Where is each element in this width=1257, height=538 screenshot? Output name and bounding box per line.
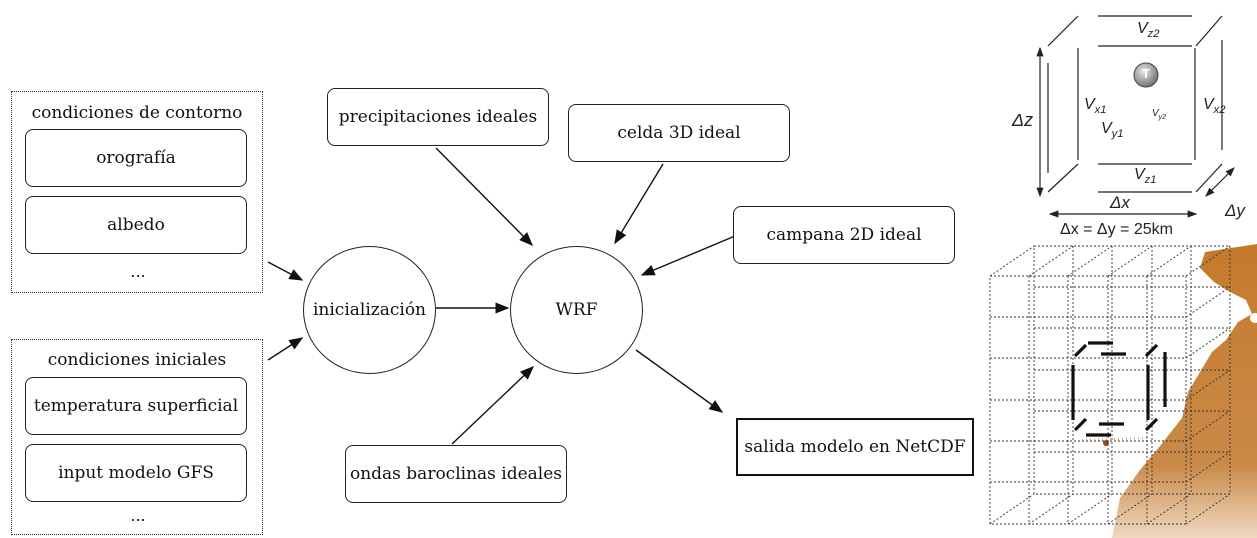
ideal-2d-bell-label: campana 2D ideal: [766, 225, 922, 245]
arrow-bell2d-to-wrf: [640, 235, 736, 276]
albedo-label: albedo: [107, 215, 165, 235]
ideal-3d-cell-label: celda 3D ideal: [617, 123, 741, 143]
arrow-wrf-to-output: [635, 349, 724, 413]
arrow-initial-to-init: [267, 337, 304, 361]
netcdf-output-label: salida modelo en NetCDF: [744, 437, 966, 457]
highlighted-cell: [1071, 341, 1167, 437]
land-shape: [1112, 244, 1257, 538]
vx1-label: Vx1: [1084, 96, 1107, 117]
vz1-label: Vz1: [1134, 166, 1157, 187]
netcdf-output-box: salida modelo en NetCDF: [736, 418, 974, 476]
initial-group-title: condiciones iniciales: [47, 350, 227, 370]
initial-conditions-group: condiciones iniciales temperatura superf…: [11, 339, 263, 535]
gfs-input-box: input modelo GFS: [25, 444, 247, 502]
ideal-3d-cell-box: celda 3D ideal: [568, 104, 790, 162]
temperature-symbol: T: [1142, 66, 1150, 81]
initialization-label: inicialización: [312, 300, 427, 320]
island-dot: [1103, 440, 1109, 446]
ideal-baroclinic-label: ondas baroclinas ideales: [349, 464, 563, 484]
vz2-label: Vz2: [1137, 20, 1160, 41]
arrow-cell3d-to-wrf: [614, 163, 664, 245]
wrf-label: WRF: [555, 300, 598, 320]
ideal-precipitation-label: precipitaciones ideales: [338, 107, 538, 127]
surface-temperature-box: temperatura superficial: [25, 377, 247, 435]
ideal-precipitation-box: precipitaciones ideales: [327, 88, 549, 146]
surface-temperature-label: temperatura superficial: [33, 396, 239, 416]
initialization-node: inicialización: [303, 246, 436, 374]
resolution-label: Δx = Δy = 25km: [1060, 221, 1173, 238]
arrow-boundary-to-init: [267, 261, 304, 281]
dy-label: Δy: [1225, 201, 1245, 220]
initial-ellipsis: ...: [130, 506, 146, 525]
orography-label: orografía: [96, 148, 176, 168]
ideal-baroclinic-box: ondas baroclinas ideales: [345, 445, 567, 503]
ideal-2d-bell-box: campana 2D ideal: [733, 206, 955, 264]
boundary-group-title: condiciones de contorno: [31, 103, 243, 123]
arrow-baroclinic-to-wrf: [451, 366, 535, 445]
vy1-label: Vy1: [1101, 120, 1124, 141]
temperature-marker: [1133, 62, 1159, 88]
gfs-input-label: input modelo GFS: [58, 463, 214, 483]
arrow-precip-to-wrf: [435, 147, 533, 246]
vy2-label: Vy2: [1152, 108, 1167, 121]
wrf-node: WRF: [510, 246, 643, 374]
vx2-label: Vx2: [1203, 96, 1226, 117]
dx-label: Δx: [1110, 193, 1130, 212]
boundary-ellipsis: ...: [130, 262, 146, 281]
boundary-conditions-group: condiciones de contorno orografía albedo…: [11, 91, 263, 293]
dz-label: Δz: [1012, 110, 1034, 130]
albedo-box: albedo: [25, 196, 247, 254]
orography-box: orografía: [25, 129, 247, 187]
